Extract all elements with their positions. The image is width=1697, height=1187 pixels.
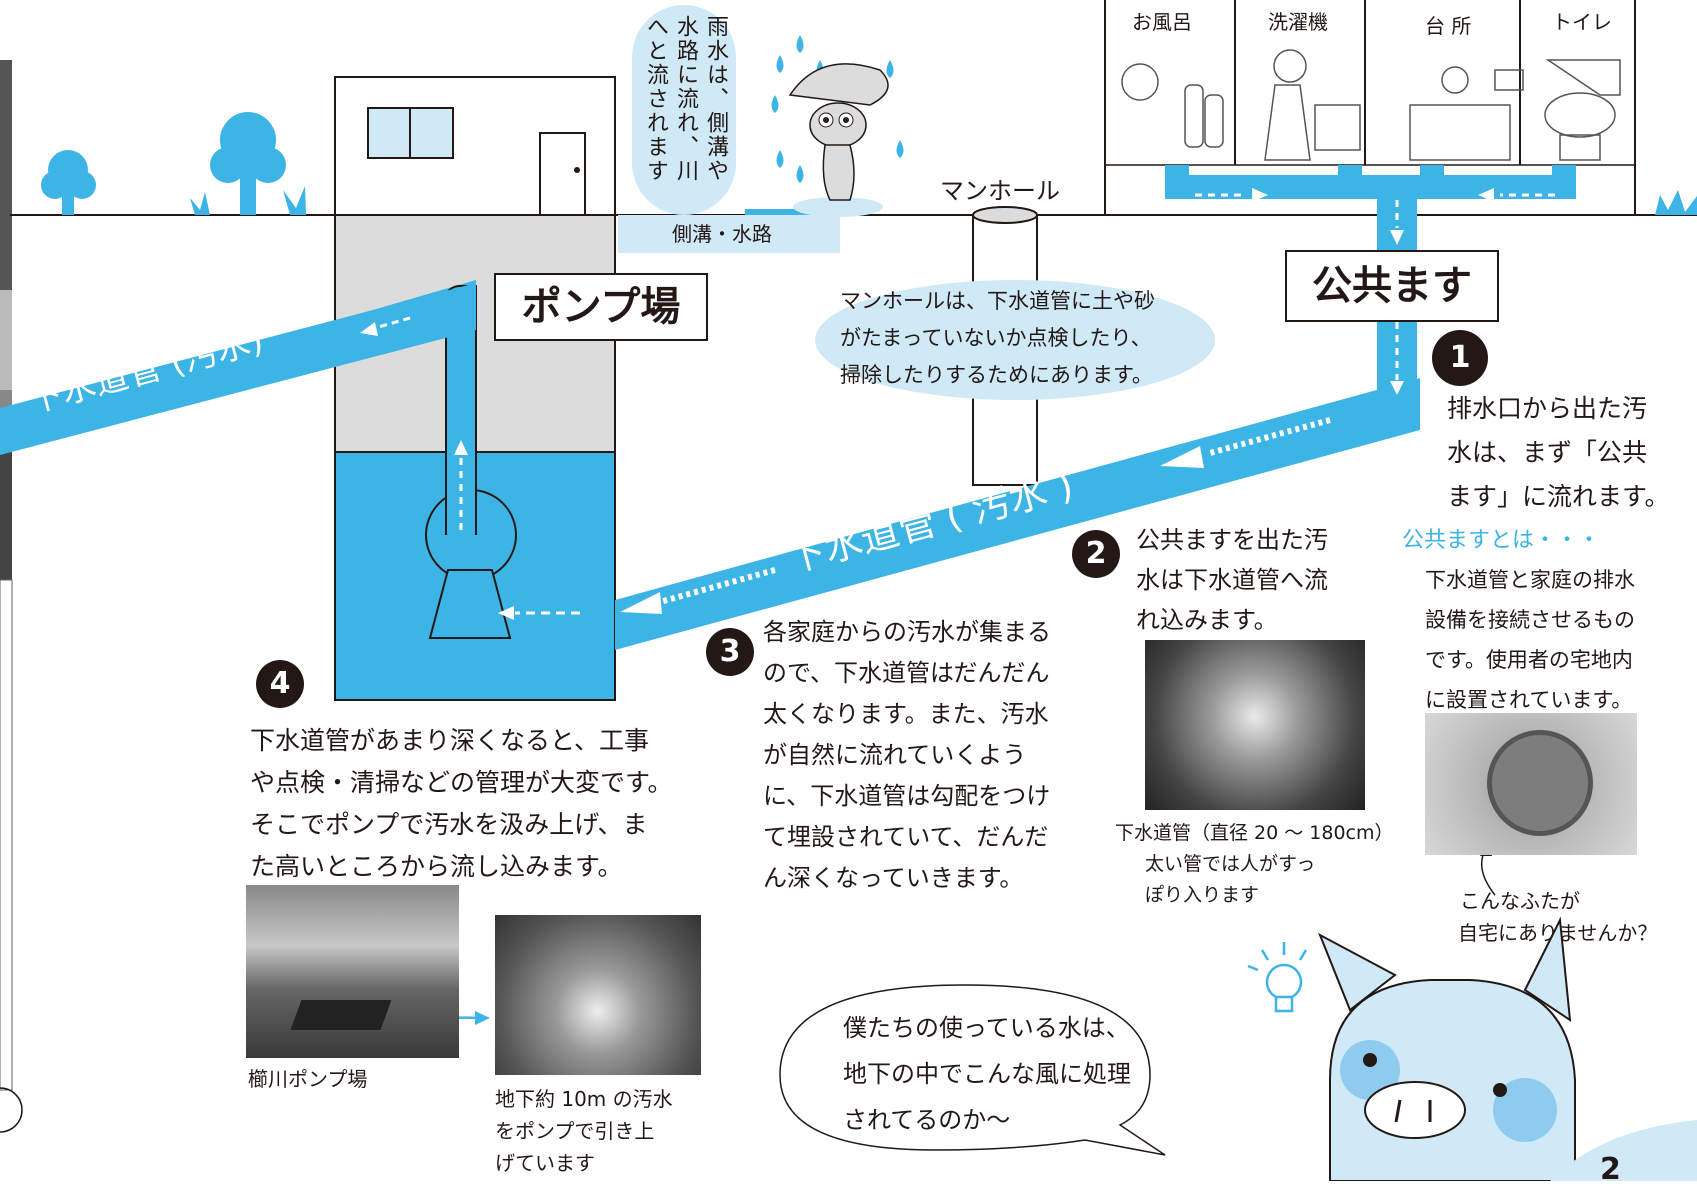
manhole-label: マンホール [940,177,1060,205]
pipe-caption-line: 下水道管（直径 20 ～ 180cm） [1115,822,1394,844]
pipe-left [0,283,476,455]
step-line: ます」に流れます。 [1447,482,1670,511]
underground-pump-photo [495,915,701,1075]
speech-line: 地下の中でこんな風に処理 [843,1060,1131,1088]
tree-icon [210,112,286,215]
masu-info-line: 下水道管と家庭の排水 [1425,568,1635,592]
step-line: そこでポンプで汚水を汲み上げ、ま [250,810,648,839]
page-number: 2 [1600,1152,1621,1187]
masu-info-text: 下水道管と家庭の排水 設備を接続させるもの です。使用者の宅地内 に設置されてい… [1425,560,1635,720]
step-line: ん深くなっていきます。 [763,864,1024,892]
public-masu-label: 公共ます [1285,250,1499,322]
room-label-toilet: トイレ [1552,10,1612,34]
underground-caption-line: をポンプで引き上 [495,1119,655,1143]
pig-character [1318,916,1697,1181]
sewer-pipe-photo [1145,640,1365,810]
door [539,132,586,216]
step-line: 水は下水道管へ流 [1136,566,1328,594]
step-line: ので、下水道管はだんだん [763,659,1050,687]
step-line: が自然に流れていくよう [763,741,1027,769]
speech-line: 僕たちの使っている水は、 [843,1014,1130,1042]
tree-icon [41,150,96,215]
rain-note-bg [632,5,736,215]
cover-caption-line: こんなふたが [1460,889,1580,913]
masu-info-line: 設備を接続させるもの [1425,608,1635,632]
cover-caption: こんなふたが 自宅にありませんか？ [1458,885,1658,949]
step-line: 太くなります。また、汚水 [763,700,1049,728]
step-2-text: 公共ますを出た汚 水は下水道管へ流 れ込みます。 [1136,520,1328,640]
cover-disc [1487,730,1593,836]
pipe-caption-line: 太い管では人がすっ [1145,853,1316,875]
step-line: 下水道管があまり深くなると、工事 [250,726,650,755]
manhole-note-line: 掃除したりするためにあります。 [840,363,1153,387]
step-number-4: 4 [256,660,304,708]
public-masu-text: 公共ます [1312,263,1472,309]
rain-note-line: 水路に流れ、川 [673,15,698,183]
yanagawa-pump-photo [246,885,459,1058]
step-line: 排水口から出た汚 [1447,394,1648,423]
manhole-note-line: がたまっていないか点検したり、 [840,326,1152,350]
frog-character [788,63,889,217]
speech-bubble [779,984,1166,1156]
pump-station-label: ポンプ場 [494,273,708,341]
step-3-text: 各家庭からの汚水が集まる ので、下水道管はだんだん 太くなります。また、汚水 が… [763,612,1051,899]
step-line: た高いところから流し込みます。 [250,852,623,881]
underground-caption: 地下約 10m の汚水 をポンプで引き上 げています [495,1083,673,1179]
left-photo-strip [0,60,23,1133]
manhole-note: マンホールは、下水道管に土や砂 がたまっていないか点検したり、 掃除したりするた… [840,283,1155,394]
rain-note-line: へと流されます [643,15,668,183]
cover-caption-line: 自宅にありませんか？ [1458,921,1658,945]
masu-info-line: です。使用者の宅地内 [1425,648,1633,672]
step-number-2: 2 [1072,530,1120,578]
pump-station-text: ポンプ場 [521,284,681,330]
step-line: や点検・清掃などの管理が大変です。 [250,768,673,797]
rain-note-line: 雨水は、側溝や [703,15,728,183]
step-line: 公共ますを出た汚 [1136,526,1328,554]
speech-line: されてるのか～ [843,1106,1011,1134]
step-line: 水は、まず「公共 [1447,438,1648,467]
step-line: れ込みます。 [1136,606,1278,634]
underground-caption-line: げています [495,1151,595,1175]
step-line: に、下水道管は勾配をつけ [763,782,1051,810]
step-number-1: 1 [1432,330,1488,386]
step-4-text: 下水道管があまり深くなると、工事 や点検・清掃などの管理が大変です。 そこでポン… [250,720,673,888]
masu-info-line: に設置されています。 [1425,688,1633,712]
grass-icon [190,186,1697,215]
lightbulb-icon [1247,942,1308,1013]
pipe-caption-line: ぽり入ります [1145,884,1260,906]
room-label-laundry: 洗濯機 [1268,10,1328,34]
underground-caption-line: 地下約 10m の汚水 [495,1087,673,1111]
masu-info-title: 公共ますとは・・・ [1402,528,1601,553]
step-line: て埋設されていて、だんだ [763,823,1049,851]
pipe-photo-caption: 下水道管（直径 20 ～ 180cm） 太い管では人がすっ ぽり入ります [1115,818,1394,911]
step-1-text: 排水口から出た汚 水は、まず「公共 ます」に流れます。 [1447,387,1670,519]
manhole-note-line: マンホールは、下水道管に土や砂 [840,289,1155,313]
pipe-main [615,378,1420,650]
step-line: 各家庭からの汚水が集まる [763,618,1051,646]
side-gutter-label: 側溝・水路 [672,222,772,246]
room-label-bath: お風呂 [1132,10,1192,34]
manhole-cover-photo [1425,713,1637,855]
rain-note: 雨水は、側溝や 水路に流れ、川 へと流されます [640,15,730,215]
side-gutter [618,215,840,253]
step-number-3: 3 [706,628,754,676]
speech-text: 僕たちの使っている水は、 地下の中でこんな風に処理 されてるのか～ [843,1005,1131,1143]
yanagawa-caption: 櫛川ポンプ場 [248,1067,368,1091]
manhole-note-bg [815,280,1215,400]
room-label-kitchen: 台 所 [1425,14,1472,38]
